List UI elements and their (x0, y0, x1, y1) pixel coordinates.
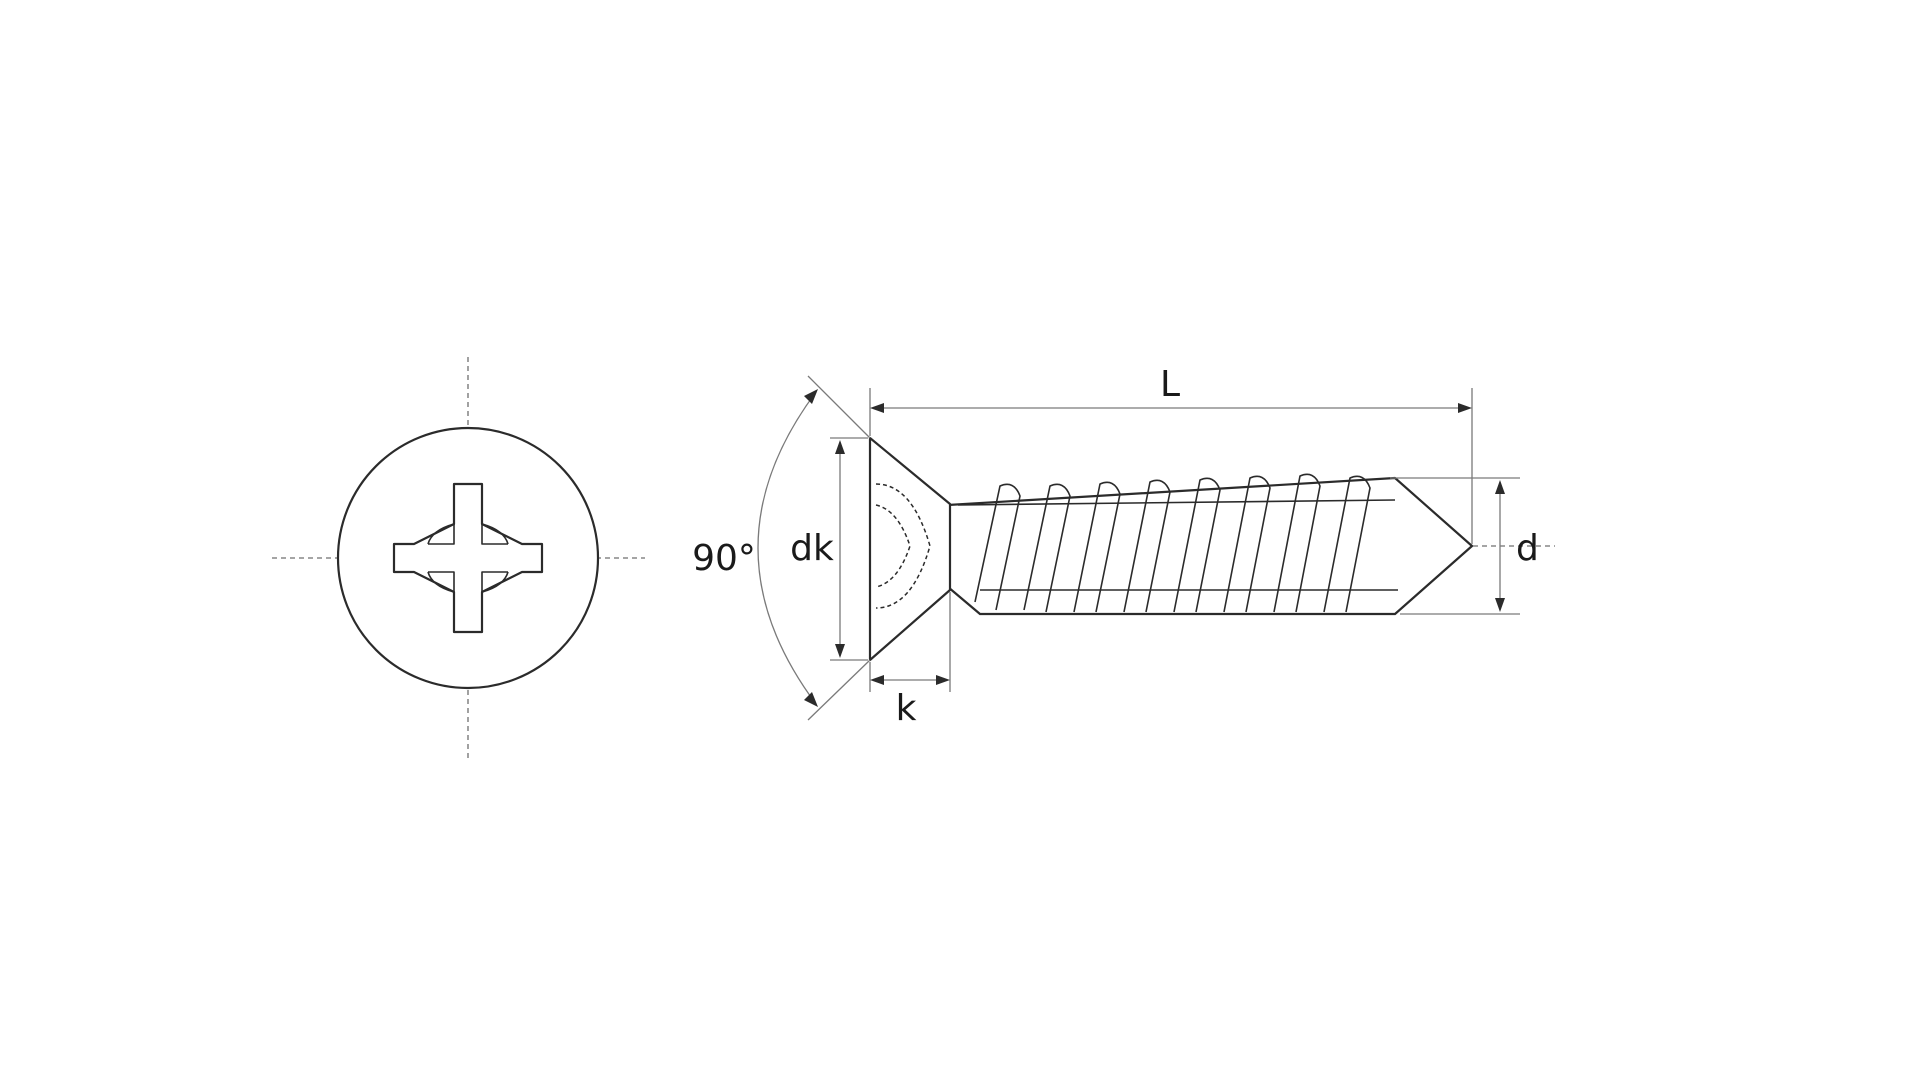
thread-crest (1273, 473, 1321, 613)
dk-arrow-top (835, 440, 845, 454)
head-height-dimension: k (869, 592, 951, 729)
recess-hidden-outline (875, 483, 931, 609)
thread-crest (974, 483, 1021, 611)
phillips-cross-inner-curves (427, 523, 509, 593)
phillips-cross-center-lines (428, 524, 508, 592)
phillips-cross-recess (392, 482, 544, 634)
angle-arrow-bottom (804, 692, 818, 707)
countersink-angle-label: 90° (692, 538, 756, 579)
length-dimension: L (869, 364, 1473, 544)
head-top-view (272, 357, 645, 760)
thread-diameter-label: d (1516, 528, 1539, 569)
countersink-angle-dimension: 90° (692, 375, 871, 721)
screw-threads (957, 473, 1398, 613)
thread-diameter-dimension: d (1390, 477, 1539, 615)
screw-shank (946, 476, 1474, 616)
screw-side-view: L dk k d (692, 364, 1555, 729)
head-diameter-dimension: dk (790, 437, 868, 661)
head-diameter-label: dk (790, 528, 834, 569)
thread-crest (1223, 475, 1271, 613)
screw-head (868, 436, 952, 662)
thread-crest (1123, 479, 1171, 613)
length-label: L (1160, 364, 1180, 405)
k-arrow-right (936, 675, 950, 685)
angle-arc (757, 391, 817, 705)
d-arrow-top (1495, 480, 1505, 494)
thread-crest (1323, 475, 1371, 613)
angle-extension-bottom (807, 659, 871, 721)
thread-root-line (957, 499, 1396, 506)
d-arrow-bottom (1495, 598, 1505, 612)
thread-crest (1023, 483, 1071, 613)
k-arrow-left (870, 675, 884, 685)
thread-crest (1073, 481, 1121, 613)
dk-arrow-bottom (835, 644, 845, 658)
thread-crest (1173, 477, 1221, 613)
length-arrow-left (870, 403, 884, 413)
angle-extension-top (807, 375, 871, 439)
length-arrow-right (1458, 403, 1472, 413)
angle-arrow-top (804, 389, 818, 404)
head-height-label: k (896, 688, 917, 729)
